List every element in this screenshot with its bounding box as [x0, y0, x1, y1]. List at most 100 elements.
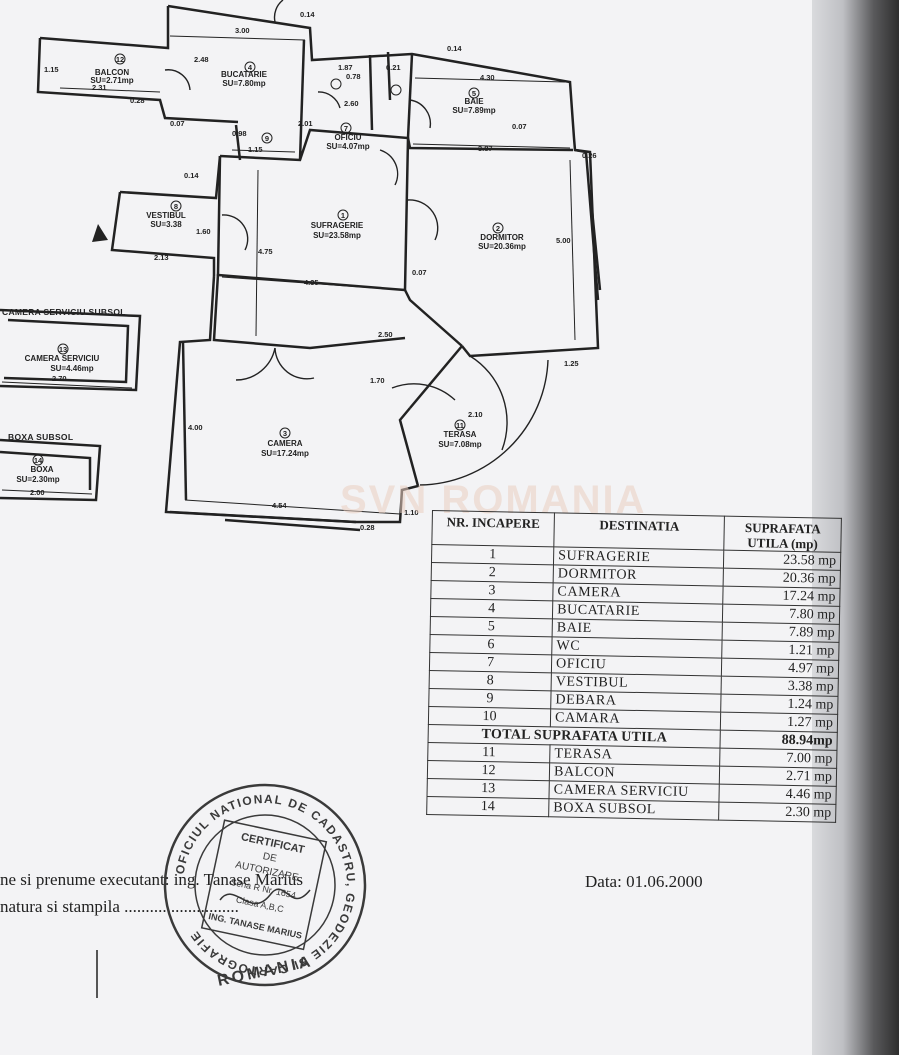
svg-text:0.28: 0.28: [130, 96, 145, 105]
room-area: SU=7.80mp: [222, 79, 265, 88]
room-area: SU=2.71mp: [90, 76, 133, 85]
header-suprafata: SUPRAFATA UTILA (mp): [724, 516, 842, 553]
svg-text:2.60: 2.60: [344, 99, 359, 108]
svg-text:1: 1: [341, 211, 345, 220]
svg-text:0.07: 0.07: [412, 268, 427, 277]
svg-text:4.75: 4.75: [258, 247, 273, 256]
room-area: SU=23.58mp: [313, 231, 361, 240]
room-name: SUFRAGERIE: [311, 221, 364, 230]
svg-text:1.15: 1.15: [248, 145, 263, 154]
svg-text:Clasa A,B,C: Clasa A,B,C: [235, 894, 285, 914]
svg-text:0.14: 0.14: [300, 10, 315, 19]
room-area: SU=20.36mp: [478, 242, 526, 251]
watermark: SVN ROMANIA: [340, 478, 646, 523]
svg-text:0.26: 0.26: [582, 151, 597, 160]
room-area: SU=3.38: [150, 220, 182, 229]
room-area: SU=2.30mp: [16, 475, 59, 484]
document-edge-background: [812, 0, 899, 1055]
svg-text:2.01: 2.01: [298, 119, 313, 128]
svg-text:2.00: 2.00: [30, 488, 45, 497]
svg-text:1.70: 1.70: [370, 376, 385, 385]
walls: [36, 4, 602, 532]
room-area: SU=4.07mp: [326, 142, 369, 151]
svg-text:1.87: 1.87: [338, 63, 353, 72]
svg-text:0.07: 0.07: [170, 119, 185, 128]
room-name: BALCON: [95, 68, 129, 77]
room-area: SU=7.08mp: [438, 440, 481, 449]
svg-text:12: 12: [116, 55, 124, 64]
svg-text:ING. TANASE MARIUS: ING. TANASE MARIUS: [208, 911, 303, 941]
svg-text:5.00: 5.00: [556, 236, 571, 245]
room-name: DORMITOR: [480, 233, 524, 242]
room-name: BAIE: [464, 97, 484, 106]
svg-text:9: 9: [265, 134, 269, 143]
door-swings: [164, 0, 549, 486]
svg-text:2.70: 2.70: [52, 374, 67, 383]
svg-text:0.07: 0.07: [512, 122, 527, 131]
svg-text:0.98: 0.98: [232, 129, 247, 138]
document-page: [0, 0, 870, 1055]
header-destinatia: DESTINATIA: [553, 512, 725, 551]
svg-text:1.25: 1.25: [564, 359, 579, 368]
svg-text:0.78: 0.78: [346, 72, 361, 81]
entrance-arrow-icon: [92, 224, 108, 242]
room-numbers: 12 4 5 7 9 8 1 2 3 11 13 14: [34, 55, 500, 465]
section-title-camera-serviciu: CAMERA SERVICIU SUBSOL: [2, 307, 126, 317]
margin-mark: [96, 950, 98, 998]
svg-text:0.14: 0.14: [184, 171, 199, 180]
document-date: Data: 01.06.2000: [585, 872, 703, 891]
svg-text:5: 5: [472, 89, 476, 98]
svg-text:2.31: 2.31: [92, 83, 107, 92]
room-name: BOXA: [30, 465, 53, 474]
svg-text:3.00: 3.00: [235, 26, 250, 35]
room-name: OFICIU: [334, 133, 361, 142]
area-table: NR. INCAPERE DESTINATIA SUPRAFATA UTILA …: [426, 510, 842, 823]
svg-text:8: 8: [174, 202, 178, 211]
room-name: BUCATARIE: [221, 70, 268, 79]
room-name: CAMERA: [267, 439, 302, 448]
room-labels: BALCON SU=2.71mp BUCATARIE SU=7.80mp BAI…: [2, 68, 526, 484]
svg-text:4.35: 4.35: [304, 278, 319, 287]
header-nr: NR. INCAPERE: [431, 510, 555, 547]
cadastre-stamp: OFICIUL NATIONAL DE CADASTRU, GEODEZIE S…: [163, 783, 367, 990]
svg-text:2.50: 2.50: [378, 330, 393, 339]
svg-text:7: 7: [344, 124, 348, 133]
svg-text:1.15: 1.15: [44, 65, 59, 74]
svg-text:2: 2: [496, 224, 500, 233]
svg-text:3.87: 3.87: [478, 144, 493, 153]
svg-text:DE: DE: [262, 851, 278, 865]
basement-rooms: [0, 308, 142, 502]
signature-scribble: [219, 888, 311, 905]
executant-line: ne si prenume executant: ing. Tanase Mar…: [0, 870, 303, 889]
section-title-boxa: BOXA SUBSOL: [8, 432, 73, 442]
svg-text:14: 14: [34, 456, 43, 465]
svg-text:13: 13: [59, 345, 67, 354]
svg-text:0.21: 0.21: [386, 63, 401, 72]
room-area: SU=17.24mp: [261, 449, 309, 458]
svg-text:4: 4: [248, 63, 253, 72]
room-name: TERASA: [444, 430, 477, 439]
svg-text:2.13: 2.13: [154, 253, 169, 262]
room-number-markers: [32, 53, 504, 466]
svg-text:2.10: 2.10: [468, 410, 483, 419]
svg-text:3: 3: [283, 429, 287, 438]
svg-text:4.30: 4.30: [480, 73, 495, 82]
svg-text:4.00: 4.00: [188, 423, 203, 432]
total-value: 88.94mp: [720, 730, 838, 751]
svg-text:4.54: 4.54: [272, 501, 287, 510]
room-name: VESTIBUL: [146, 211, 186, 220]
svg-text:0.28: 0.28: [360, 523, 375, 532]
svg-text:1.10: 1.10: [404, 508, 419, 517]
dimension-lines: [1, 35, 576, 515]
dimension-labels: 0.14 3.00 2.48 1.15 2.31 0.28 0.07 1.87 …: [30, 10, 597, 532]
svg-text:11: 11: [456, 421, 464, 430]
room-area: SU=7.89mp: [452, 106, 495, 115]
svg-text:0.14: 0.14: [447, 44, 462, 53]
signature-line: natura si stampila .....................…: [0, 897, 239, 916]
svg-text:1.60: 1.60: [196, 227, 211, 236]
svg-text:2.48: 2.48: [194, 55, 209, 64]
room-area: SU=4.46mp: [50, 364, 93, 373]
watermark-text: SVN ROMANIA: [340, 478, 647, 522]
room-name: CAMERA SERVICIU: [25, 354, 100, 363]
